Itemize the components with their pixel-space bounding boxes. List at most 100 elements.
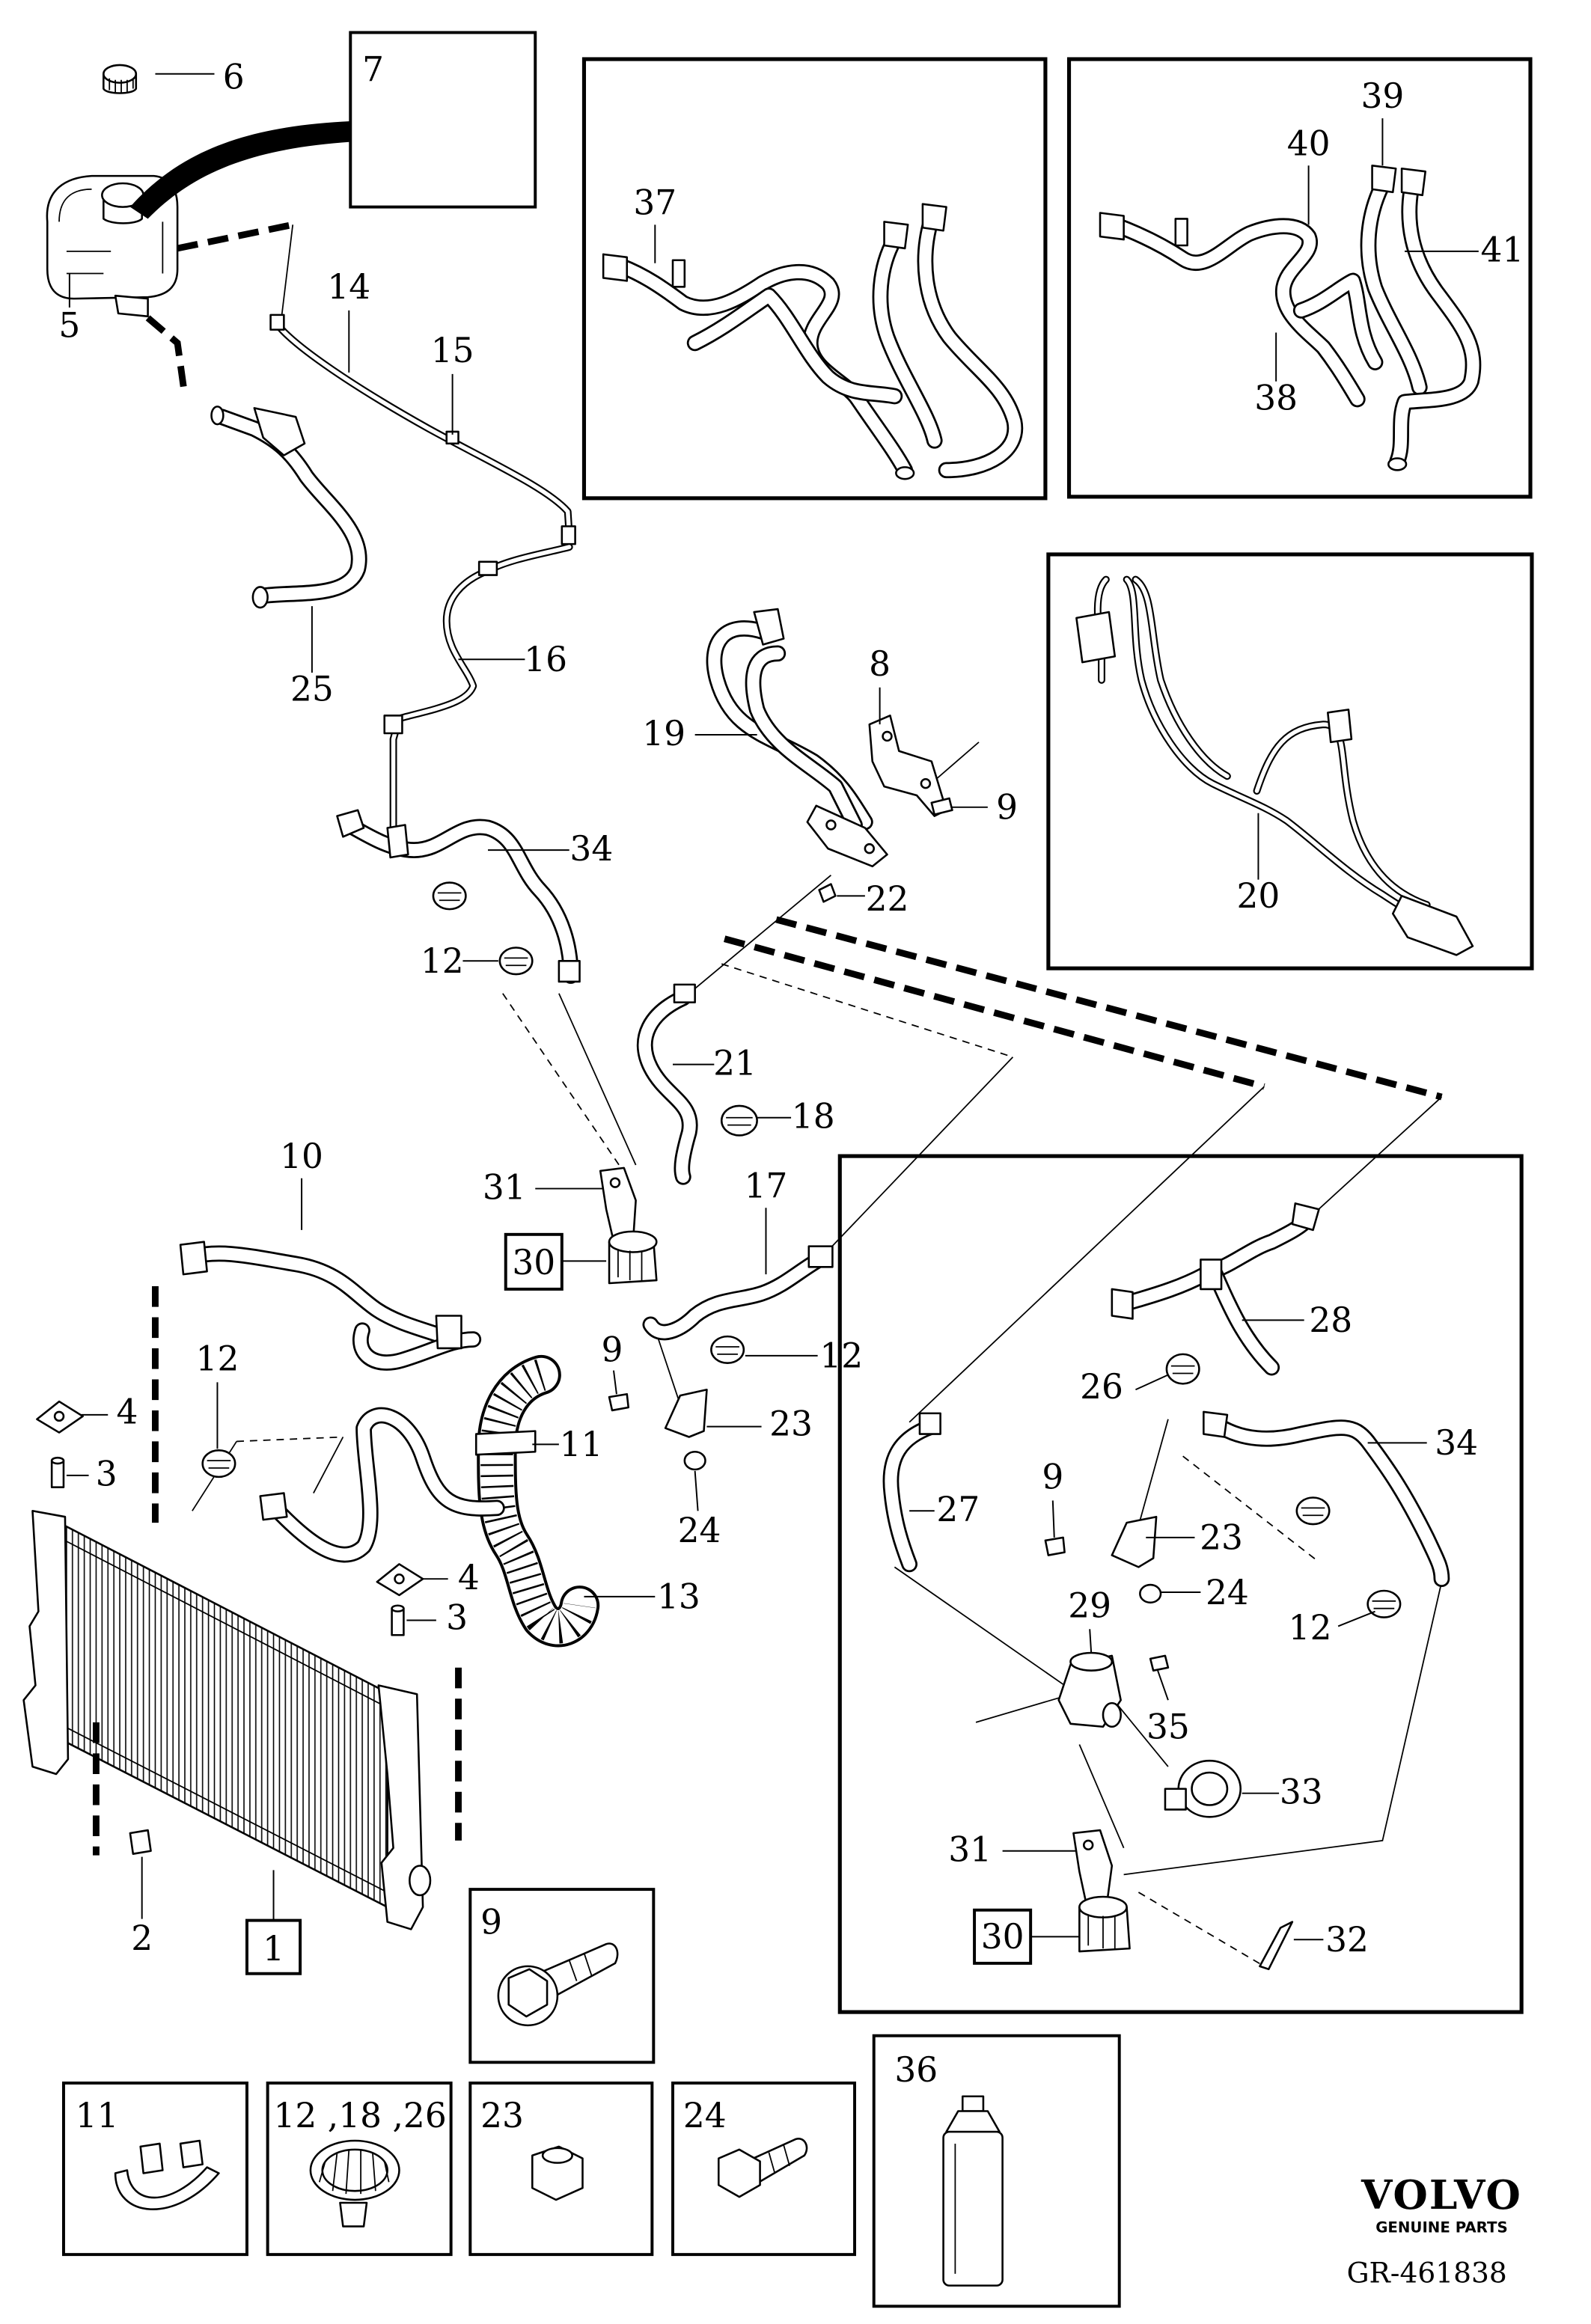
callout-label: 25 xyxy=(290,670,334,709)
bracket-23 xyxy=(1111,1515,1158,1568)
inset-label: 11 xyxy=(76,2096,119,2135)
callout-label: 10 xyxy=(280,1137,323,1176)
hose-28 xyxy=(1115,1211,1316,1376)
hose-inner xyxy=(638,991,696,1183)
hose-connector xyxy=(435,1315,462,1350)
callout-label: 27 xyxy=(936,1490,980,1529)
clamp-12 xyxy=(201,1449,236,1479)
callout-label: 16 xyxy=(524,640,567,679)
hose-connector xyxy=(1203,1410,1229,1438)
pin-3 xyxy=(50,1456,65,1488)
hose-13 xyxy=(477,1354,600,1648)
pipe-33 xyxy=(1164,1759,1242,1818)
radiator-outlet xyxy=(409,1865,432,1897)
callout-label: 38 xyxy=(1254,378,1298,418)
clamp-11 xyxy=(474,1430,537,1456)
callout-label: 12 xyxy=(421,941,464,981)
hose-inner xyxy=(1209,1417,1448,1585)
callout-label: 23 xyxy=(769,1404,813,1444)
hose-21 xyxy=(636,989,698,1185)
hose-end xyxy=(210,406,225,426)
callout-label: 34 xyxy=(1435,1423,1478,1463)
clamp-18 xyxy=(720,1104,758,1137)
callout-label: 37 xyxy=(633,183,677,222)
pin-3 xyxy=(391,1604,405,1636)
bolt-24-detail xyxy=(717,2138,808,2198)
callout-label: 4 xyxy=(116,1392,138,1432)
hose-end xyxy=(895,466,915,480)
line-fitting xyxy=(1075,611,1117,664)
hose-connector xyxy=(179,1241,208,1276)
hose-connector xyxy=(807,1245,834,1268)
brand-logo: VOLVO xyxy=(1361,2171,1522,2218)
inset-label: 23 xyxy=(480,2096,524,2135)
bolt-9-detail xyxy=(497,1942,619,2027)
connection-lines xyxy=(92,221,1443,1967)
clamp-26 xyxy=(1165,1353,1200,1385)
bolt-9 xyxy=(608,1392,630,1412)
hose-inner xyxy=(1362,178,1426,394)
pump-30-upper xyxy=(608,1230,658,1285)
bracket-hole xyxy=(882,730,893,742)
callout-label: 11 xyxy=(560,1425,603,1464)
line-assembly-20 xyxy=(1093,575,1446,932)
callout-label: 31 xyxy=(948,1830,992,1870)
clamp-12 xyxy=(1295,1496,1331,1526)
hose-connector xyxy=(753,608,785,646)
vent-line-16 xyxy=(389,543,573,832)
hose-inner xyxy=(874,233,941,447)
coolant-bottle-36 xyxy=(942,2095,1004,2287)
hose-connector xyxy=(1099,212,1125,241)
radiator-left-tank xyxy=(22,1510,70,1776)
hose-inner xyxy=(644,1253,825,1339)
callout-label: 29 xyxy=(1068,1586,1111,1626)
callout-label: 31 xyxy=(483,1167,526,1207)
boxed-ref-label: 30 xyxy=(981,1917,1024,1957)
hose-connector xyxy=(1371,165,1397,194)
callout-label: 35 xyxy=(1146,1707,1190,1747)
line-flange xyxy=(1391,895,1474,956)
callout-label: 22 xyxy=(866,879,909,919)
callout-label: 32 xyxy=(1325,1920,1369,1960)
callout-label: 9 xyxy=(1042,1458,1063,1497)
line-fitting xyxy=(1327,709,1353,744)
expansion-tank-cap xyxy=(103,64,138,94)
branding: VOLVO GENUINE PARTS GR-461838 xyxy=(1347,2171,1522,2290)
hose-assembly-37 xyxy=(612,210,1024,479)
vent-line-14 xyxy=(274,321,573,539)
hose-17 xyxy=(642,1251,828,1341)
hose-connector xyxy=(883,221,909,250)
callout-label: 8 xyxy=(869,644,891,684)
bolt-9 xyxy=(1044,1536,1066,1556)
boxed-ref-label: 30 xyxy=(512,1243,555,1282)
inset-label: 36 xyxy=(894,2050,938,2090)
hose-end xyxy=(558,960,581,983)
ref-box-30-upper xyxy=(504,1232,564,1291)
hose-connector xyxy=(259,1492,288,1521)
bracket-23 xyxy=(664,1388,708,1438)
callout-label: 17 xyxy=(745,1166,788,1205)
callout-label: 28 xyxy=(1309,1300,1352,1340)
callout-label: 18 xyxy=(792,1097,835,1137)
inset-label: 12 ,18 ,26 xyxy=(274,2096,447,2135)
hose-27 xyxy=(882,1418,940,1573)
bolt-9 xyxy=(930,797,953,816)
inset-label: 24 xyxy=(683,2096,727,2135)
callout-label: 21 xyxy=(713,1043,757,1083)
callout-label: 4 xyxy=(458,1558,480,1597)
detail-frame-20 xyxy=(1046,552,1534,970)
sensor-2 xyxy=(129,1829,152,1855)
hose-connector xyxy=(1400,167,1426,197)
radiator-right-tank xyxy=(377,1684,424,1930)
callout-label: 19 xyxy=(642,714,685,753)
flange-hole xyxy=(825,819,837,831)
diagram-reference: GR-461838 xyxy=(1347,2257,1507,2290)
hose-connector xyxy=(1111,1288,1134,1320)
hose-inner xyxy=(1295,275,1381,369)
clamp-12 xyxy=(498,947,534,976)
ref-box-1 xyxy=(245,1918,302,1975)
callout-label: 24 xyxy=(678,1511,721,1550)
brand-tagline: GENUINE PARTS xyxy=(1375,2218,1507,2236)
connector xyxy=(383,715,403,735)
callout-label: 6 xyxy=(223,58,245,97)
